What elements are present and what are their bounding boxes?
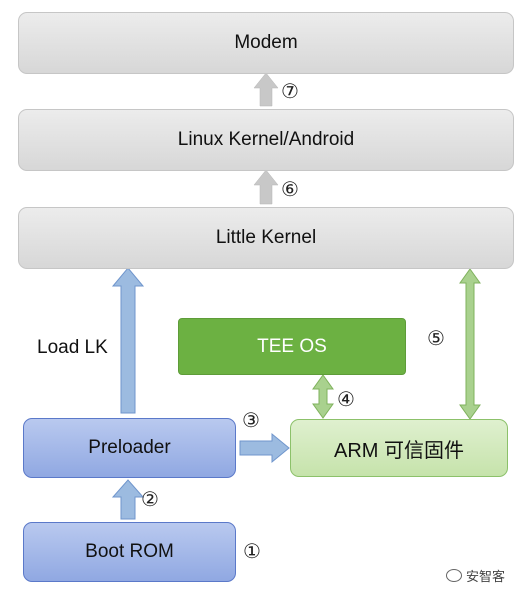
boot-rom-box: Boot ROM bbox=[23, 522, 236, 582]
step-7-marker: ⑦ bbox=[281, 81, 299, 103]
tee-os-box: TEE OS bbox=[178, 318, 406, 375]
arm-firmware-label: ARM 可信固件 bbox=[334, 439, 464, 462]
modem-label: Modem bbox=[234, 32, 298, 53]
modem-box: Modem bbox=[18, 12, 514, 74]
arrow-tee-arm-bidirectional bbox=[312, 374, 334, 419]
wechat-icon bbox=[446, 569, 462, 582]
watermark: 安智客 bbox=[446, 566, 505, 585]
step-3-marker: ③ bbox=[242, 410, 260, 432]
step-6-marker: ⑥ bbox=[281, 179, 299, 201]
load-lk-label: Load LK bbox=[37, 337, 108, 358]
arrow-linux-to-modem bbox=[253, 72, 279, 107]
step-1-marker: ① bbox=[243, 541, 261, 563]
arrow-preloader-to-arm bbox=[239, 432, 290, 464]
arrow-bootrom-to-preloader bbox=[111, 479, 145, 520]
linux-kernel-label: Linux Kernel/Android bbox=[177, 129, 355, 150]
arrow-lk-arm-bidirectional bbox=[459, 268, 481, 420]
arrow-preloader-to-lk bbox=[111, 267, 145, 414]
step-5-marker: ⑤ bbox=[427, 328, 445, 350]
linux-kernel-box: Linux Kernel/Android bbox=[18, 109, 514, 171]
little-kernel-box: Little Kernel bbox=[18, 207, 514, 269]
preloader-box: Preloader bbox=[23, 418, 236, 478]
little-kernel-label: Little Kernel bbox=[215, 227, 317, 248]
preloader-label: Preloader bbox=[88, 437, 171, 458]
arrow-lk-to-linux bbox=[253, 169, 279, 205]
tee-os-label: TEE OS bbox=[257, 335, 327, 357]
boot-rom-label: Boot ROM bbox=[85, 541, 174, 562]
arm-firmware-box: ARM 可信固件 bbox=[290, 419, 508, 477]
step-2-marker: ② bbox=[141, 489, 159, 511]
watermark-text: 安智客 bbox=[466, 569, 506, 584]
step-4-marker: ④ bbox=[337, 389, 355, 411]
